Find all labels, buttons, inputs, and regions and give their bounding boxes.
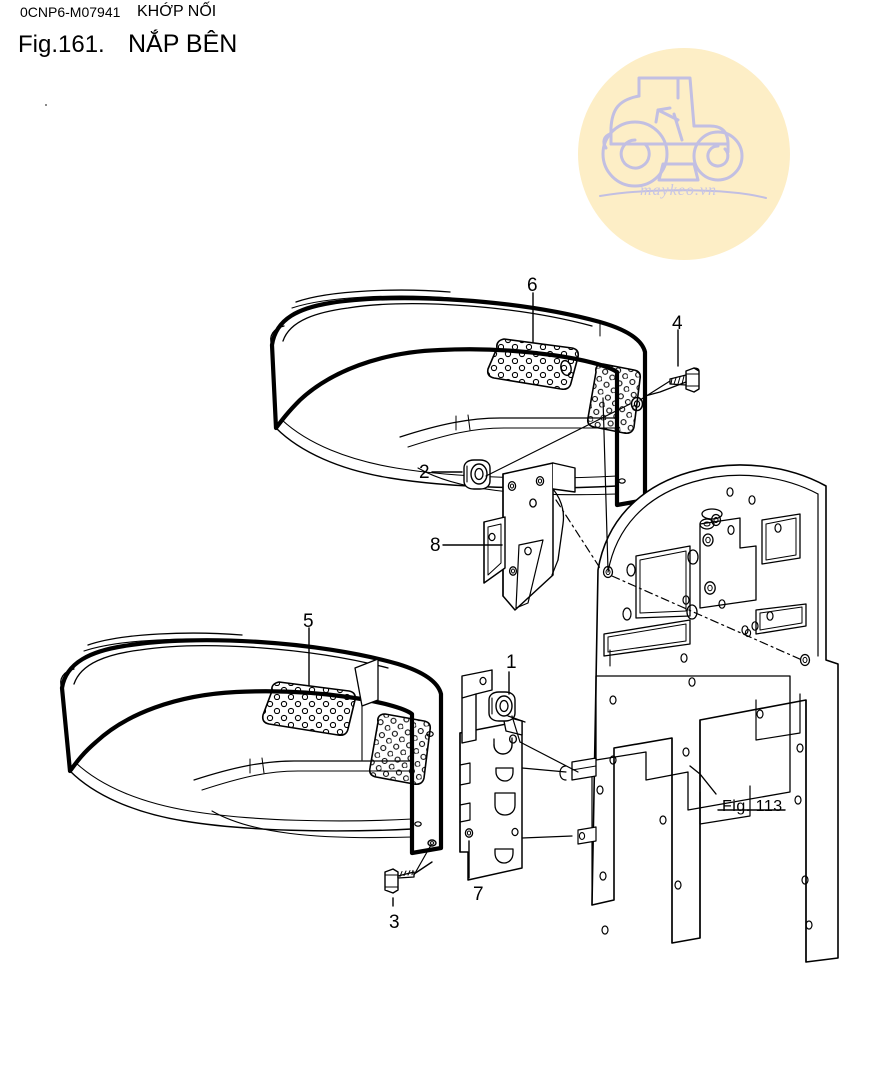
anti-slip-pad-lower-a [261, 681, 357, 737]
assembly-phantom-lines [413, 380, 803, 876]
grommet-bushing-upper [463, 459, 491, 490]
anti-slip-pad-upper-b [586, 363, 642, 435]
part-code-label: 0CNP6-M07941 [20, 4, 121, 20]
fender-cover-upper [269, 289, 648, 508]
grommet-bushing-lower [488, 691, 526, 723]
flange-bolt-upper [669, 367, 700, 393]
fender-cover-lower [59, 632, 444, 856]
watermark-circle [578, 48, 790, 260]
callout-1[interactable]: 1 [506, 652, 517, 673]
anti-slip-pad-upper-a [486, 338, 580, 391]
flange-bolt-lower [384, 868, 415, 894]
callout-2[interactable]: 2 [419, 462, 430, 483]
anti-slip-pad-lower-b [368, 713, 432, 786]
scan-artifact-dot [45, 104, 47, 106]
tractor-icon [599, 76, 767, 199]
callout-7[interactable]: 7 [473, 884, 484, 905]
leader-lines [308, 292, 786, 907]
callout-4[interactable]: 4 [672, 313, 683, 334]
figure-number-label: Fig.161. [18, 31, 105, 58]
callout-5[interactable]: 5 [303, 611, 314, 632]
mounting-bracket-upper [483, 462, 576, 611]
chassis-side-panel [559, 464, 839, 963]
figure-title-label: NẮP BÊN [128, 30, 238, 58]
callout-6[interactable]: 6 [527, 275, 538, 296]
watermark-text: maykeo.vn [640, 182, 717, 199]
figure-reference-113[interactable]: Fig. 113 [722, 798, 783, 815]
section-title-label: KHỚP NỐI [137, 3, 217, 20]
callout-3[interactable]: 3 [389, 912, 400, 933]
callout-8[interactable]: 8 [430, 535, 441, 556]
